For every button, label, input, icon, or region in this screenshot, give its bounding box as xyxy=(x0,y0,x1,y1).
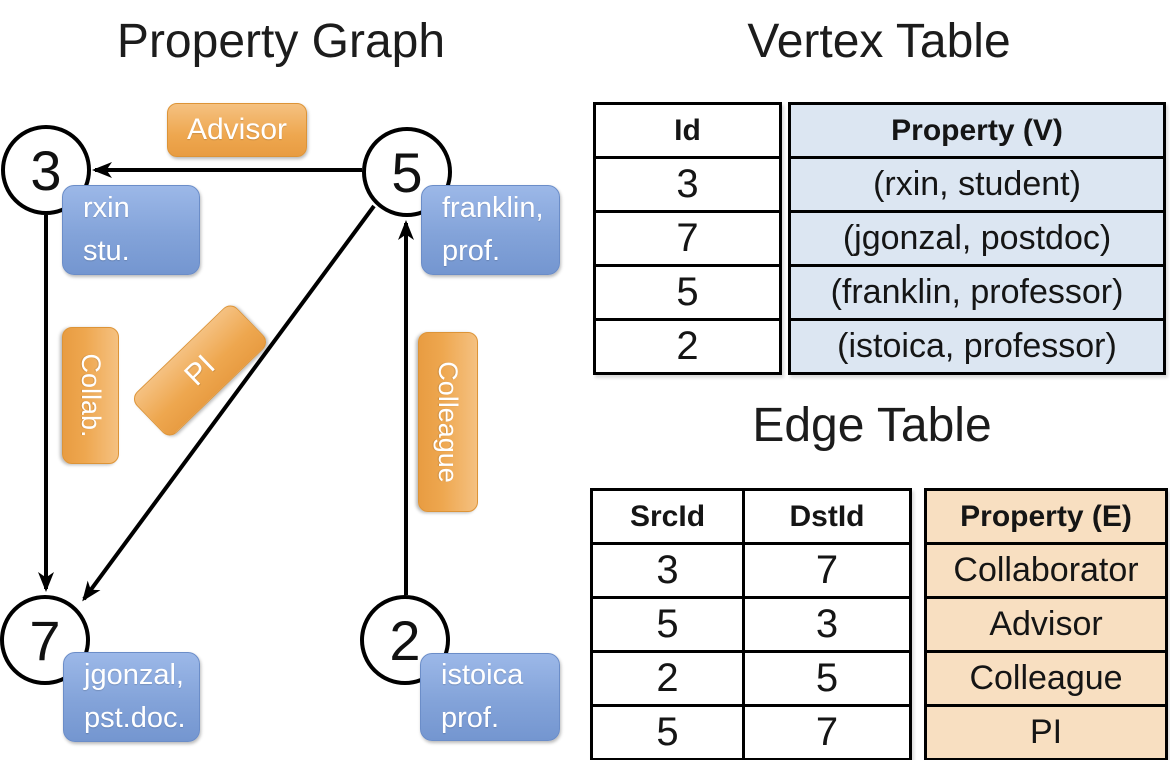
node-3-property-label: rxin stu. xyxy=(62,185,200,275)
node-7-property-line1: jgonzal, xyxy=(84,658,184,691)
node-5-property-label: franklin, prof. xyxy=(421,185,560,275)
edge-dstid-cell: 5 xyxy=(742,650,912,707)
vertex-id-cell: 5 xyxy=(593,264,782,321)
edge-table-property-column: Property (E) Collaborator Advisor Collea… xyxy=(924,488,1168,760)
vertex-property-cell: (rxin, student) xyxy=(788,156,1166,213)
vertex-property-cell: (istoica, professor) xyxy=(788,318,1166,375)
edge-label-advisor: Advisor xyxy=(167,103,307,157)
node-2-property-line1: istoica xyxy=(441,658,524,691)
edge-property-cell: Colleague xyxy=(924,650,1168,707)
node-3-property-line2: stu. xyxy=(83,235,130,267)
vertex-id-cell: 2 xyxy=(593,318,782,375)
edge-srcid-cell: 5 xyxy=(590,704,745,760)
edge-table-title: Edge Table xyxy=(752,399,992,452)
edge-label-colleague: Colleague xyxy=(418,332,478,512)
edge-srcid-header: SrcId xyxy=(590,488,745,545)
vertex-property-cell: (franklin, professor) xyxy=(788,264,1166,321)
edge-dstid-cell: 7 xyxy=(742,542,912,599)
vertex-table-id-column: Id 3 7 5 2 xyxy=(593,102,782,375)
node-7-id: 7 xyxy=(29,608,61,672)
vertex-id-cell: 3 xyxy=(593,156,782,213)
edge-property-cell: PI xyxy=(924,704,1168,760)
graph-edges-layer xyxy=(38,162,414,602)
node-3-property-line1: rxin xyxy=(83,191,130,224)
edge-label-collab: Collab. xyxy=(62,327,119,464)
edge-property-cell: Collaborator xyxy=(924,542,1168,599)
node-5-property-line1: franklin, xyxy=(442,191,544,224)
edge-srcid-cell: 5 xyxy=(590,596,745,653)
vertex-id-header: Id xyxy=(593,102,782,159)
node-2-id: 2 xyxy=(389,608,421,672)
vertex-id-cell: 7 xyxy=(593,210,782,267)
edge-dstid-header: DstId xyxy=(742,488,912,545)
edge-pi-arrow-5-to-7 xyxy=(82,204,376,602)
edge-table-id-columns: SrcId DstId 3 7 5 3 2 5 5 7 xyxy=(590,488,912,760)
node-5-property-line2: prof. xyxy=(442,235,501,267)
edge-property-header: Property (E) xyxy=(924,488,1168,545)
edge-srcid-cell: 2 xyxy=(590,650,745,707)
node-7-property-label: jgonzal, pst.doc. xyxy=(63,652,200,742)
node-7-property-line2: pst.doc. xyxy=(84,702,186,734)
vertex-property-header: Property (V) xyxy=(788,102,1166,159)
vertex-table-title: Vertex Table xyxy=(747,15,1011,68)
edge-dstid-cell: 3 xyxy=(742,596,912,653)
vertex-table-property-column: Property (V) (rxin, student) (jgonzal, p… xyxy=(788,102,1166,375)
edge-property-cell: Advisor xyxy=(924,596,1168,653)
vertex-property-cell: (jgonzal, postdoc) xyxy=(788,210,1166,267)
node-3-id: 3 xyxy=(30,138,62,202)
edge-srcid-cell: 3 xyxy=(590,542,745,599)
node-2: 2 xyxy=(360,595,450,685)
edge-dstid-cell: 7 xyxy=(742,704,912,760)
node-5-id: 5 xyxy=(391,140,423,204)
property-graph-title: Property Graph xyxy=(116,15,446,68)
node-2-property-line2: prof. xyxy=(441,702,500,734)
node-2-property-label: istoica prof. xyxy=(420,653,560,741)
